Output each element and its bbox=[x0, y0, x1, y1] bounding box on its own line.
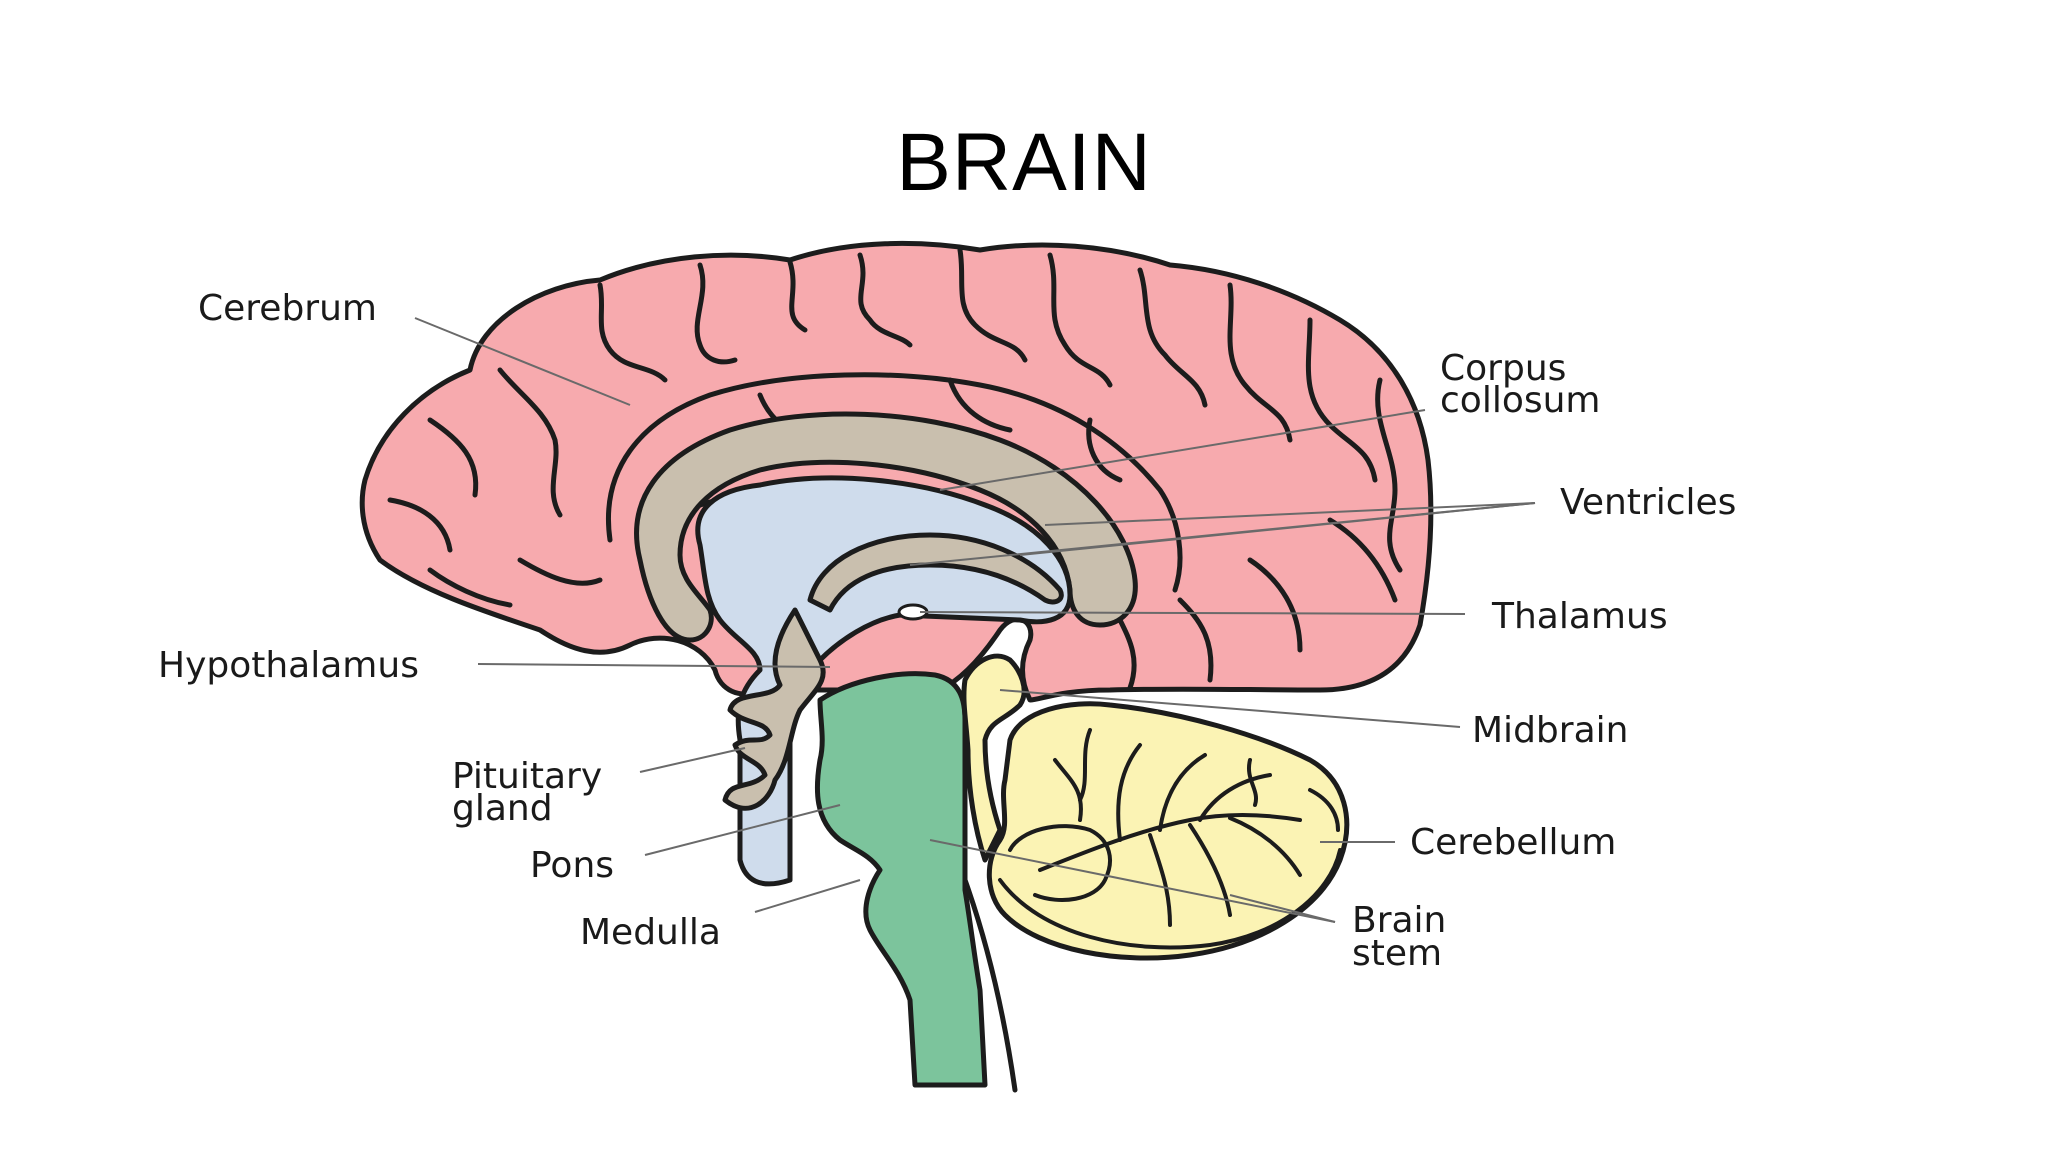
label-ventricles: Ventricles bbox=[1560, 482, 1736, 523]
label-brainstem-line2: stem bbox=[1352, 933, 1442, 974]
labels: Cerebrum Corpus collosum Ventricles Thal… bbox=[158, 288, 1736, 974]
midbrain-shape bbox=[961, 653, 1027, 863]
brain-stem-shape bbox=[814, 671, 988, 1088]
leader-lines bbox=[414, 317, 1536, 923]
label-medulla: Medulla bbox=[580, 912, 721, 953]
ventricles-shape bbox=[695, 475, 1073, 887]
label-pituitary-line1: Pituitary bbox=[452, 756, 602, 797]
label-thalamus: Thalamus bbox=[1491, 596, 1668, 637]
slide-title: BRAIN bbox=[896, 117, 1152, 208]
label-cerebrum: Cerebrum bbox=[198, 288, 377, 329]
cerebrum-shape bbox=[359, 240, 1434, 703]
pituitary-gland-shape bbox=[722, 607, 826, 811]
fornix-arc bbox=[807, 532, 1064, 613]
label-corpus-line2: collosum bbox=[1440, 380, 1601, 421]
cerebellum-group bbox=[986, 701, 1350, 961]
label-cerebellum: Cerebellum bbox=[1410, 822, 1616, 863]
label-midbrain: Midbrain bbox=[1472, 710, 1628, 751]
brain-stem-line bbox=[962, 877, 1018, 1093]
label-brainstem-line1: Brain bbox=[1352, 900, 1446, 941]
label-hypothalamus: Hypothalamus bbox=[158, 645, 419, 686]
label-pituitary-line2: gland bbox=[452, 788, 553, 829]
label-corpus-line1: Corpus bbox=[1440, 348, 1566, 389]
label-pons: Pons bbox=[530, 845, 614, 886]
